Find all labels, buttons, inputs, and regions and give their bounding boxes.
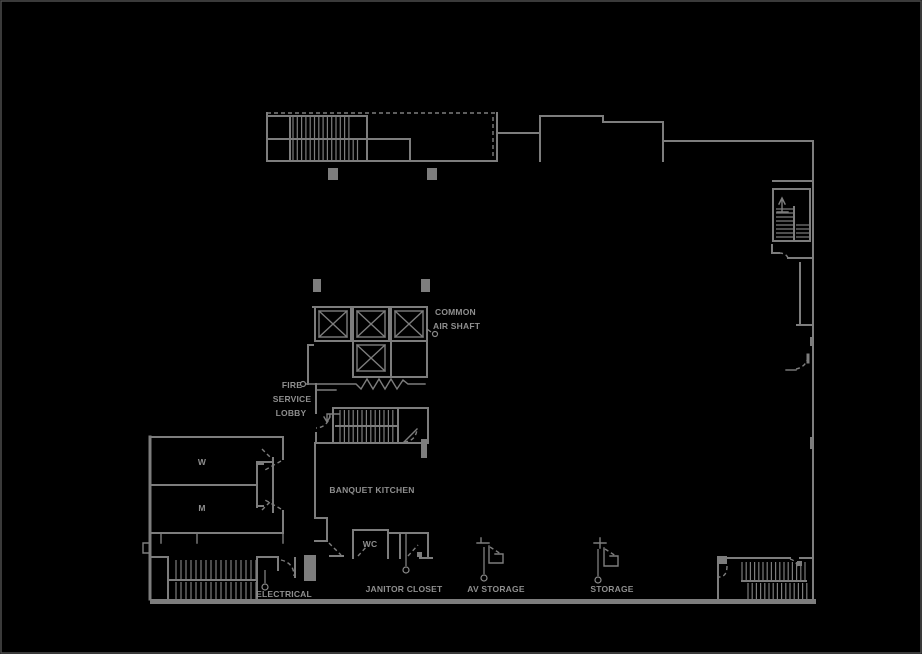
wc-closet-walls: [329, 529, 433, 559]
building-outline: [142, 115, 816, 604]
column: [313, 279, 321, 292]
stair-enclosure-walls: [717, 557, 814, 601]
wc-label: WC: [363, 539, 378, 549]
storage-label: STORAGE: [590, 584, 633, 594]
door-jamb-block: [417, 552, 422, 557]
elevator-shaft: [318, 310, 348, 338]
banquet-kitchen: BANQUET KITCHEN: [304, 442, 414, 581]
stair-treads-left: [776, 208, 793, 242]
janitor-closet-label: JANITOR CLOSET: [366, 584, 443, 594]
pier-column: [304, 555, 316, 581]
stair-treads-right: [796, 224, 810, 242]
fire-service-lobby-label-line1: FIRE: [282, 380, 302, 390]
door-swing: [261, 448, 273, 511]
av-storage-label: AV STORAGE: [467, 584, 525, 594]
vestibule-and-duct-walls: [771, 244, 814, 326]
fire-service-lobby-label-line3: LOBBY: [276, 408, 307, 418]
stair-dashed-rail: [267, 112, 497, 157]
elevator-shaft: [394, 310, 424, 338]
vestibule-wall: [256, 457, 274, 513]
door-jamb-block: [797, 561, 802, 566]
service-stair: [323, 407, 429, 458]
stair-electrical-walls: [149, 556, 296, 601]
stair-treads-lower: [339, 427, 394, 442]
elevator-core: COMMON AIR SHAFT: [305, 279, 481, 391]
leader-circle: [594, 576, 602, 584]
shaft-walls: [307, 306, 428, 385]
door-swing: [403, 428, 418, 443]
door-leaf: [403, 428, 418, 443]
common-air-shaft-label-line1: COMMON: [435, 307, 476, 317]
elevator-shaft: [356, 310, 386, 338]
leader-circle: [261, 583, 269, 591]
leader-circle: [431, 330, 439, 338]
restroom-walls: [149, 436, 284, 534]
column: [427, 168, 437, 180]
door-frame: [476, 537, 504, 564]
stair-direction-arrow: [323, 413, 340, 424]
stair-treads-upper: [339, 410, 394, 425]
door-swing: [357, 544, 419, 557]
column: [328, 168, 338, 180]
stair-treads-upper: [292, 117, 350, 138]
break-line-wall: [305, 377, 426, 391]
stair-enclosure-walls: [772, 180, 812, 242]
column: [421, 439, 427, 458]
column: [421, 279, 430, 292]
door-swing: [718, 558, 799, 578]
banquet-kitchen-label: BANQUET KITCHEN: [329, 485, 414, 495]
door-frame: [593, 537, 619, 567]
stair-enclosure-walls: [266, 112, 498, 162]
leader-circle: [480, 574, 488, 582]
stair-enclosure-walls: [332, 407, 429, 444]
wall-stubs: [160, 532, 284, 544]
stair-treads-lower: [292, 140, 359, 160]
restroom-m-label: M: [198, 503, 205, 513]
door-swing: [315, 413, 331, 429]
electrical-stair-southwest: ELECTRICAL: [149, 556, 312, 601]
west-wall-notch: [142, 542, 151, 554]
north-outline-walls: [496, 115, 814, 162]
leader-circle: [402, 566, 410, 574]
stair-northwest: [266, 112, 498, 180]
electrical-label: ELECTRICAL: [256, 589, 312, 599]
door-jamb-block: [717, 556, 727, 564]
storage-door: STORAGE: [590, 537, 634, 594]
door-swing: [489, 546, 502, 555]
door-swing: [280, 559, 295, 577]
stair-northeast: [771, 180, 814, 371]
elevator-shaft: [356, 344, 386, 372]
door-swing: [328, 542, 342, 556]
east-wall-stub: [810, 337, 814, 346]
stair-direction-arrow: [776, 196, 789, 213]
door-swing: [778, 252, 789, 259]
stair-treads-upper: [741, 562, 806, 580]
stair-treads-lower: [747, 583, 808, 599]
stair-treads-upper: [175, 560, 257, 579]
door-swing: [795, 356, 809, 370]
leader-circle: [299, 380, 307, 388]
kitchen-west-wall: [314, 442, 328, 542]
stair-treads-lower: [175, 582, 257, 599]
door-swing: [604, 548, 617, 557]
wc-janitor-area: WC JANITOR CLOSET: [329, 529, 443, 594]
south-wall: [150, 599, 816, 604]
fire-service-lobby-label-line2: SERVICE: [273, 394, 312, 404]
restrooms: W M: [149, 436, 284, 544]
east-wall-stub: [810, 437, 814, 449]
av-storage-door: AV STORAGE: [467, 537, 525, 594]
stair-southeast: [717, 556, 814, 601]
restroom-w-label: W: [198, 457, 207, 467]
leader-line: [426, 328, 432, 333]
common-air-shaft-label-line2: AIR SHAFT: [433, 321, 481, 331]
